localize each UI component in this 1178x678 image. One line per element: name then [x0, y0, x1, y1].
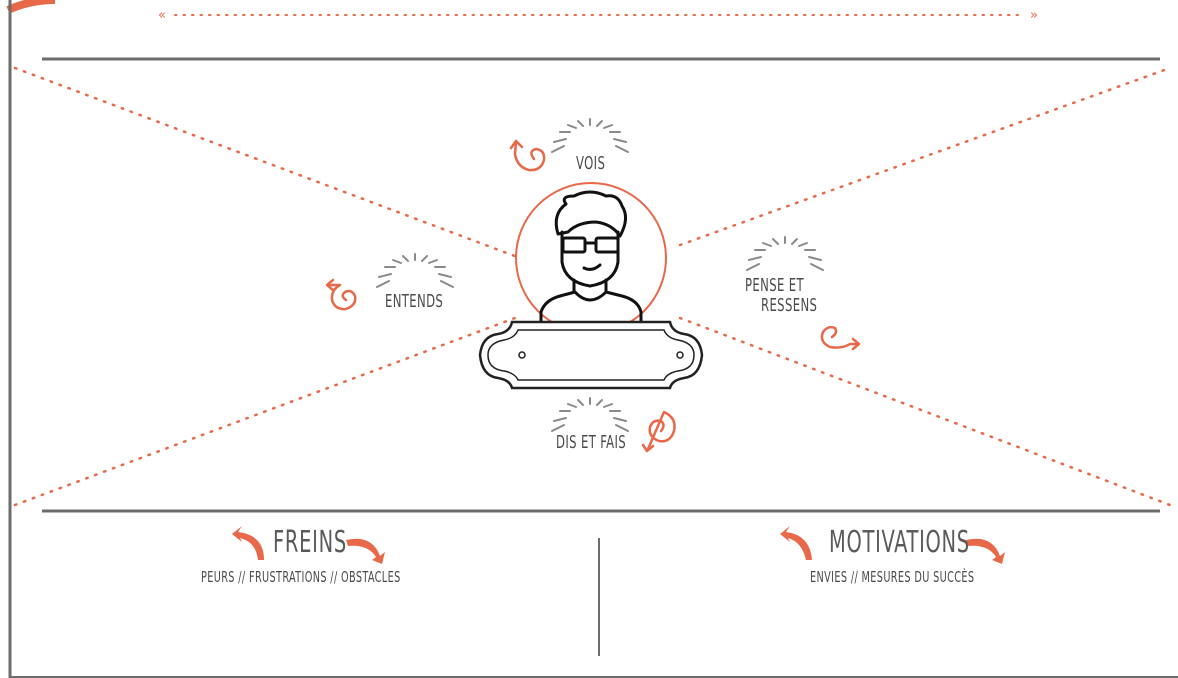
curved-arrow-icon-freins-left — [232, 526, 264, 560]
persona-circle — [515, 182, 667, 334]
motivations-title: MOTIVATIONS — [829, 525, 970, 560]
label-pense-line2: RESSENS — [761, 295, 818, 316]
label-pense-line1: PENSE ET — [745, 275, 804, 296]
corner-circle-fragment — [6, 0, 56, 14]
svg-text:»: » — [1030, 8, 1038, 23]
spiral-arrow-icon-pense — [820, 325, 861, 351]
quadrant-diagonals — [13, 66, 1172, 507]
name-plate-icon — [478, 320, 704, 390]
svg-text:«: « — [158, 8, 166, 23]
curved-arrow-icon-freins-right — [346, 538, 385, 564]
persona-avatar-icon — [539, 190, 643, 324]
label-vois: VOIS — [576, 153, 606, 174]
sunburst-icon-entends — [376, 253, 454, 288]
timeline-dotted-arrow: « » — [158, 8, 1038, 23]
curved-arrow-icon-motivations-right — [966, 538, 1005, 564]
motivations-subtitle: ENVIES // MESURES DU SUCCÈS — [810, 568, 975, 586]
freins-title: FREINS — [273, 525, 347, 560]
freins-subtitle: PEURS // FRUSTRATIONS // OBSTACLES — [201, 568, 401, 586]
sunburst-icon-dis — [551, 397, 629, 432]
curved-arrow-icon-motivations-left — [780, 526, 812, 560]
spiral-arrow-icon-entends — [325, 278, 357, 311]
spiral-arrow-icon-vois — [509, 139, 546, 172]
spiral-arrow-icon-dis — [641, 410, 676, 453]
label-dis-et-fais: DIS ET FAIS — [556, 432, 627, 453]
label-entends: ENTENDS — [385, 291, 444, 312]
sunburst-icon-pense — [746, 236, 824, 271]
sunburst-icon-vois — [551, 118, 629, 153]
